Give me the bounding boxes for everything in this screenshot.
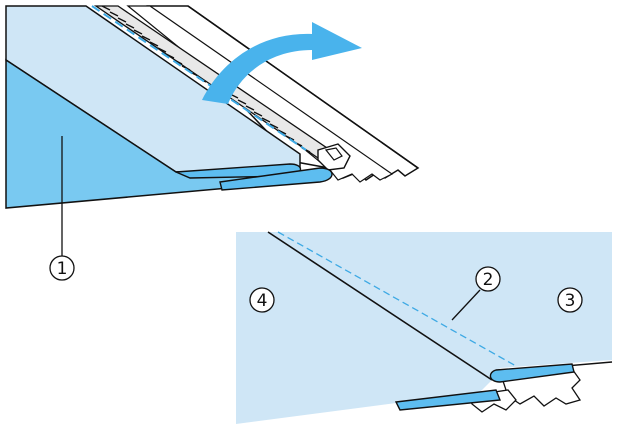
curved-arrow-icon (202, 22, 362, 104)
bottom-illustration (236, 231, 613, 424)
callout-4-label: 4 (257, 291, 268, 311)
bottom-panel-left (236, 232, 492, 424)
zipper-pull-icon (317, 143, 351, 171)
callout-1-label: 1 (57, 259, 68, 279)
callout-3: 3 (557, 287, 583, 313)
callout-1: 1 (49, 136, 75, 281)
callout-3-label: 3 (565, 291, 576, 311)
bottom-tape-right (489, 363, 575, 383)
callout-2: 2 (451, 266, 501, 321)
bottom-tape-left (394, 389, 501, 411)
stitch-line-top (91, 5, 307, 151)
seam-tape-lower (219, 167, 333, 191)
callout-4: 4 (249, 287, 275, 313)
callout-2-label: 2 (483, 270, 494, 290)
back-fabric-inner (126, 5, 394, 183)
bottom-panel-right (236, 232, 612, 380)
back-fabric-fold (187, 5, 419, 169)
bottom-fold-line (267, 231, 493, 381)
top-illustration (5, 5, 420, 209)
stitch-line-bottom (277, 231, 517, 367)
